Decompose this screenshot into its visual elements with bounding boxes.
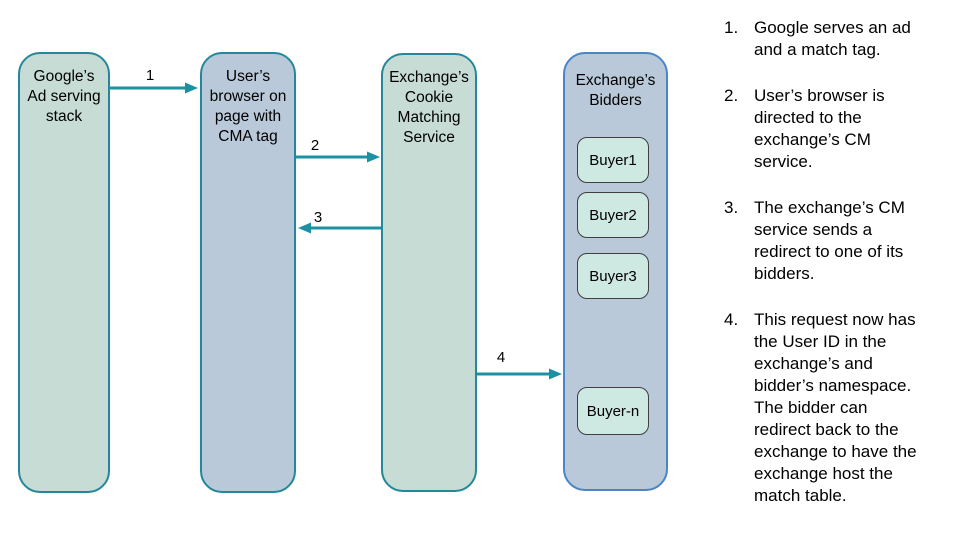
- step-item-1: 1. Google serves an ad and a match tag.: [724, 17, 956, 61]
- step-4-text: This request now has the User ID in the …: [754, 310, 917, 505]
- node-title-google-ad-serving-stack: Google’s Ad serving stack: [27, 68, 101, 125]
- buyer-n-label: Buyer-n: [586, 402, 640, 420]
- step-item-3: 3. The exchange’s CM service sends a red…: [724, 197, 956, 285]
- step-2-text: User’s browser is directed to the exchan…: [754, 86, 885, 171]
- buyer-box-2: Buyer2: [577, 192, 649, 238]
- arrow-4-label: 4: [496, 349, 506, 366]
- node-user-browser: User’s browser on page with CMA tag: [200, 52, 296, 493]
- step-item-4: 4. This request now has the User ID in t…: [724, 309, 956, 507]
- step-3-number: 3.: [724, 198, 739, 217]
- buyer-2-label: Buyer2: [589, 206, 637, 224]
- node-cookie-matching-service: Exchange’s Cookie Matching Service: [381, 53, 477, 492]
- arrow-2: [296, 151, 380, 163]
- step-item-2: 2. User’s browser is directed to the exc…: [724, 85, 956, 173]
- buyer-1-label: Buyer1: [589, 151, 637, 169]
- buyer-3-label: Buyer3: [589, 267, 637, 285]
- step-1-number: 1.: [724, 18, 739, 37]
- step-4-number: 4.: [724, 310, 739, 329]
- step-2-number: 2.: [724, 86, 739, 105]
- arrow-2-label: 2: [310, 137, 320, 154]
- node-title-exchange-bidders: Exchange’s Bidders: [575, 72, 656, 109]
- buyer-box-3: Buyer3: [577, 253, 649, 299]
- step-1-text: Google serves an ad and a match tag.: [754, 18, 911, 59]
- step-3-text: The exchange’s CM service sends a redire…: [754, 198, 905, 283]
- arrow-3-label: 3: [313, 209, 323, 226]
- arrow-1-label: 1: [145, 67, 155, 84]
- node-title-user-browser: User’s browser on page with CMA tag: [209, 68, 287, 145]
- node-exchange-bidders: Exchange’s Bidders Buyer1 Buyer2 Buyer3 …: [563, 52, 668, 491]
- buyer-box-n: Buyer-n: [577, 387, 649, 435]
- node-google-ad-serving-stack: Google’s Ad serving stack: [18, 52, 110, 493]
- steps-list: 1. Google serves an ad and a match tag. …: [724, 17, 956, 531]
- node-title-cookie-matching-service: Exchange’s Cookie Matching Service: [389, 69, 469, 146]
- arrow-1: [110, 82, 198, 94]
- arrow-4: [475, 368, 562, 380]
- buyer-box-1: Buyer1: [577, 137, 649, 183]
